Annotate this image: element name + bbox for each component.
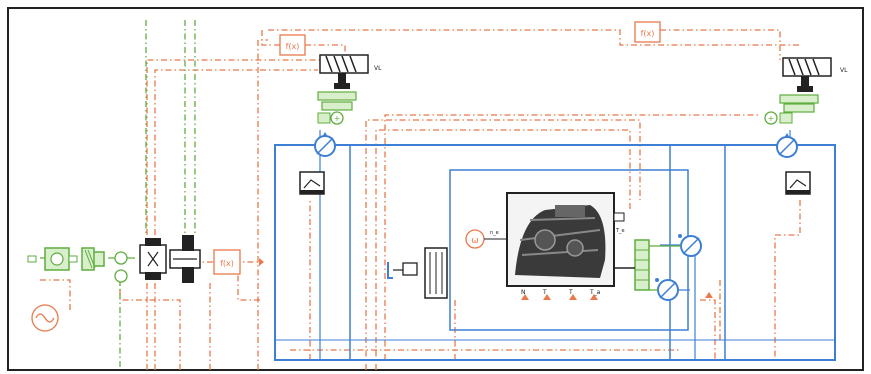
sum-right[interactable]: + xyxy=(765,112,792,124)
fct-label: f(x) xyxy=(220,259,234,268)
fct-label: f(x) xyxy=(641,29,655,38)
valve-bus-left xyxy=(318,92,356,110)
sum-left[interactable]: + xyxy=(318,112,343,124)
gauge-left[interactable] xyxy=(300,172,324,194)
engine-port-label: T xyxy=(568,289,573,296)
fct-block-top-left[interactable]: f(x) xyxy=(280,35,305,55)
engine-ports: N T T T_a xyxy=(521,289,601,296)
fct-label: f(x) xyxy=(286,42,300,51)
speed-setpoint[interactable]: ω xyxy=(466,230,484,248)
pump-right[interactable] xyxy=(777,133,797,157)
sine-source[interactable] xyxy=(32,305,58,331)
sum-sign: + xyxy=(768,114,775,123)
engine-out-label: T_e xyxy=(615,228,625,234)
setpoint-label: ω xyxy=(471,236,479,246)
pump-left[interactable] xyxy=(315,132,335,156)
marker-arrow xyxy=(259,258,264,266)
fct-block-top-right[interactable]: f(x) xyxy=(635,22,660,42)
pump-mid-bottom[interactable] xyxy=(655,278,678,300)
engine-image xyxy=(507,193,614,286)
signal-lines xyxy=(40,30,800,370)
valve-tag: VL xyxy=(374,65,382,72)
shaft-coupler[interactable] xyxy=(425,248,447,298)
marker-arrow xyxy=(705,292,713,298)
torque-sensor[interactable] xyxy=(108,252,135,282)
engine-in-label: n_e xyxy=(490,230,499,236)
speed-sensor-block[interactable] xyxy=(28,248,77,270)
engine-port-label: T xyxy=(542,289,547,296)
sum-sign: + xyxy=(334,114,341,123)
gearbox-right[interactable] xyxy=(170,235,200,283)
pump-mid-top[interactable] xyxy=(678,234,701,256)
coupling-block[interactable] xyxy=(82,248,104,270)
gearbox-left[interactable] xyxy=(140,238,166,280)
mech-lines xyxy=(40,20,195,370)
valve-left[interactable]: VL xyxy=(320,55,382,89)
engine-port-label: T_a xyxy=(589,289,601,296)
valve-tag: VL xyxy=(840,67,848,74)
diagram-frame xyxy=(8,8,863,370)
valve-right[interactable]: VL xyxy=(783,58,848,92)
fct-block-mid[interactable]: f(x) xyxy=(214,250,240,274)
gauge-right[interactable] xyxy=(786,172,810,194)
engine-port-markers xyxy=(521,294,598,300)
valve-bus-right xyxy=(780,95,818,112)
engine-output-port: T_e xyxy=(614,213,625,234)
engine-input-port: n_e xyxy=(484,230,507,239)
load-connector[interactable] xyxy=(388,262,417,278)
